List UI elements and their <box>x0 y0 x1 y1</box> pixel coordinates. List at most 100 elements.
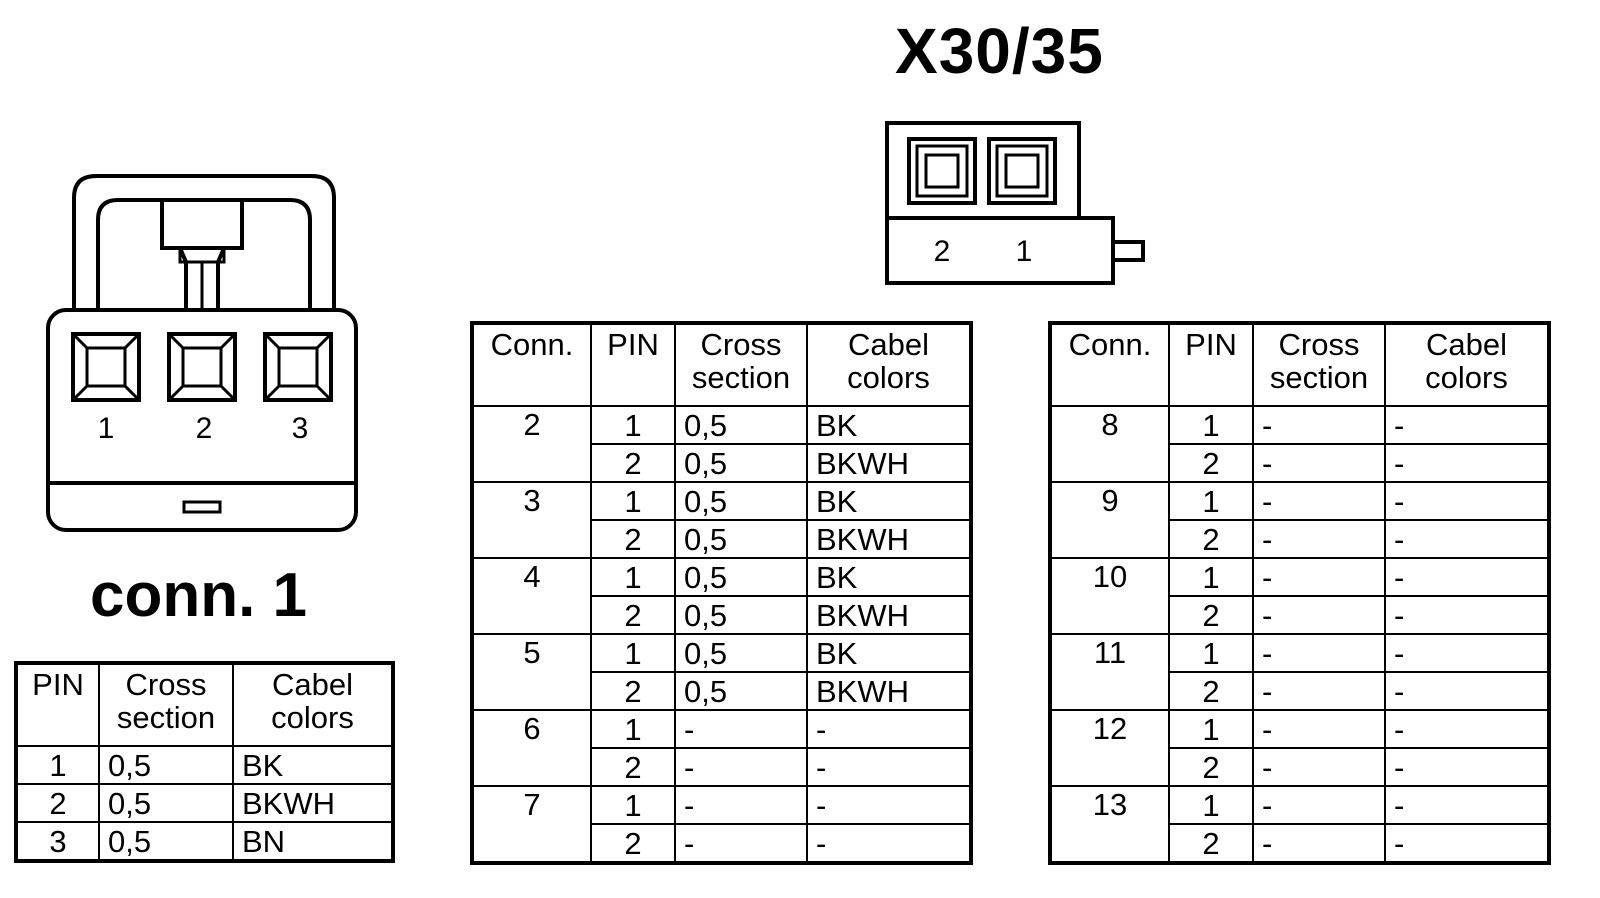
pin-cell: 1 <box>1168 709 1254 749</box>
pin-cell: 1 <box>590 557 676 597</box>
conn-header: Conn. <box>471 322 592 407</box>
pin-cell: 2 <box>590 823 676 864</box>
pin-cell: 1 <box>1168 405 1254 445</box>
cross-section-cell: - <box>674 709 808 749</box>
cross-section-cell: 0,5 <box>674 557 808 597</box>
pin-cell: 3 <box>15 821 100 862</box>
cabel-color-cell: - <box>806 709 972 749</box>
conn1-pin-label: 1 <box>98 412 115 445</box>
cross-section-cell: - <box>1252 481 1386 521</box>
cabel-color-cell: - <box>1384 709 1550 749</box>
cabel-color-cell: - <box>1384 747 1550 787</box>
table-row: 2-- <box>1050 823 1550 864</box>
cabel-color-cell: - <box>806 747 972 787</box>
conn-cell: 4 <box>471 557 592 635</box>
conn1-pin-label: 2 <box>196 412 213 445</box>
header-label: Cabel <box>1426 327 1507 362</box>
pin-cell: 2 <box>1168 595 1254 635</box>
header-label: Cross <box>700 327 782 362</box>
header-label: Cabel <box>272 667 353 702</box>
cabel-color-cell: - <box>806 785 972 825</box>
cabel-color-cell: BK <box>806 557 972 597</box>
pin-cell: 1 <box>590 405 676 445</box>
cabel-color-cell: - <box>1384 595 1550 635</box>
connector-conn1-title: conn. 1 <box>90 561 308 630</box>
conn-cell: 3 <box>471 481 592 559</box>
conn-cell: 10 <box>1049 557 1170 635</box>
cabel-color-cell: - <box>1384 671 1550 711</box>
x3035-pin-label: 1 <box>1016 235 1033 268</box>
cross-section-cell: - <box>1252 405 1386 445</box>
x3035-pin-2-socket <box>907 137 977 205</box>
conn-cell: 12 <box>1049 709 1170 787</box>
cross-section-cell: - <box>1252 785 1386 825</box>
pin-cell: 1 <box>590 481 676 521</box>
cross-section-cell: 0,5 <box>98 745 234 785</box>
pin-cell: 2 <box>590 519 676 559</box>
cross-section-cell: - <box>1252 443 1386 483</box>
cross-section-cell: - <box>1252 595 1386 635</box>
header-label: Cabel <box>848 327 929 362</box>
cross-section-cell: - <box>674 823 808 864</box>
pin-cell: 2 <box>1168 443 1254 483</box>
table-row: 2-- <box>1050 671 1550 711</box>
header-label: colors <box>1425 359 1508 395</box>
conn-header: Conn. <box>1049 322 1170 407</box>
cross-section-cell: 0,5 <box>674 595 808 635</box>
conn-cell: 9 <box>1049 481 1170 559</box>
table-row: 3 0,5 BN <box>15 821 394 862</box>
table-row: 2-- <box>472 747 972 787</box>
header-label: Conn. <box>490 327 574 362</box>
pin-cell: 1 <box>590 785 676 825</box>
cross-section-cell: 0,5 <box>98 821 234 862</box>
table-row: 2-- <box>1050 519 1550 559</box>
pin-cell: 2 <box>590 595 676 635</box>
connector-conn1-diagram: 1 2 3 <box>46 174 358 532</box>
pin-header: PIN <box>590 322 676 407</box>
cabel-color-cell: - <box>1384 823 1550 864</box>
cabel-color-cell: BK <box>806 405 972 445</box>
conn-cell: 5 <box>471 633 592 711</box>
cross-section-cell: - <box>1252 709 1386 749</box>
cross-section-cell: - <box>674 747 808 787</box>
pin-cell: 1 <box>1168 481 1254 521</box>
header-label: Cross <box>125 667 207 702</box>
conn-cell: 2 <box>471 405 592 483</box>
x3035-pin-1-socket <box>987 137 1057 205</box>
table-row: 2-- <box>1050 595 1550 635</box>
conn-cell: 7 <box>471 785 592 864</box>
header-label: PIN <box>1185 327 1237 362</box>
pin-cell: 1 <box>1168 633 1254 673</box>
conn1-pin-2-socket <box>167 332 237 402</box>
cross-section-cell: 0,5 <box>674 443 808 483</box>
cabel-color-cell: BKWH <box>806 595 972 635</box>
conn-cell: 6 <box>471 709 592 787</box>
header-label: section <box>1269 359 1369 395</box>
header-label: colors <box>847 359 930 395</box>
cross-section-cell: - <box>1252 633 1386 673</box>
pin-cell: 1 <box>590 633 676 673</box>
pin-cell: 2 <box>15 783 100 823</box>
table-row: 1 0,5 BK <box>15 745 394 785</box>
cross-section-cell: 0,5 <box>674 481 808 521</box>
cabel-color-cell: BKWH <box>806 519 972 559</box>
cabel-color-cell: BK <box>232 745 394 785</box>
pin-cell: 2 <box>590 671 676 711</box>
connector-x3035-diagram: 2 1 <box>885 121 1145 285</box>
